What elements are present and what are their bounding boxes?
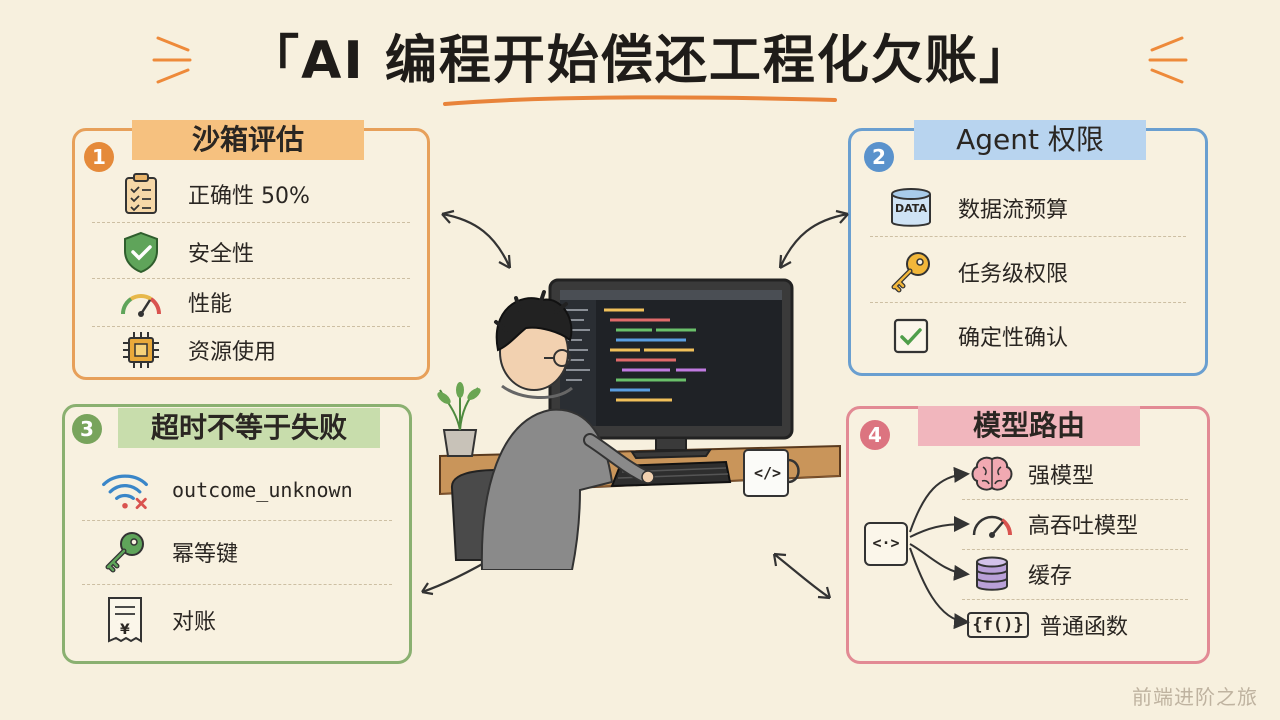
title-area: 「AI 编程开始偿还工程化欠账」	[0, 18, 1280, 93]
list-item: 任务级权限	[886, 246, 1068, 298]
mug-text: </>	[754, 464, 782, 482]
item-label: 幂等键	[172, 542, 239, 567]
watermark: 前端进阶之旅	[1132, 685, 1258, 709]
list-item: 正确性 50%	[116, 168, 310, 220]
divider	[82, 520, 392, 521]
receipt-icon: ¥	[100, 597, 150, 643]
divider	[962, 549, 1188, 550]
section-number-2: 2	[864, 142, 894, 172]
item-label: 确定性确认	[958, 326, 1069, 351]
cpu-chip-icon	[116, 328, 166, 372]
item-label: 性能	[188, 292, 233, 317]
brain-icon	[970, 454, 1014, 494]
wifi-error-icon	[100, 468, 150, 512]
list-item: 确定性确认	[886, 310, 1068, 362]
list-item: {f()} 普通函数	[967, 603, 1129, 647]
list-item: 强模型	[970, 452, 1094, 496]
section-number-1: 1	[84, 142, 114, 172]
item-label: outcome_unknown	[172, 478, 353, 502]
sandbox-eval-heading: 沙箱评估	[132, 120, 364, 160]
agent-permission-heading: Agent 权限	[914, 120, 1146, 160]
divider	[870, 236, 1186, 237]
double-arrow-top-left	[441, 209, 512, 269]
divider	[92, 222, 410, 223]
key-icon	[100, 530, 150, 574]
page-title: 「AI 编程开始偿还工程化欠账」	[247, 31, 1033, 91]
developer-illustration	[437, 278, 841, 570]
divider	[962, 599, 1188, 600]
list-item: 幂等键	[100, 526, 238, 578]
list-item: 缓存	[970, 552, 1072, 596]
clipboard-checklist-icon	[116, 172, 166, 216]
list-item: 高吞吐模型	[970, 502, 1138, 546]
list-item: 性能	[116, 276, 232, 328]
timeout-heading: 超时不等于失败	[118, 408, 380, 448]
checkbox-icon	[886, 314, 936, 358]
item-label: 资源使用	[188, 340, 277, 365]
item-label: 缓存	[1028, 564, 1073, 589]
double-arrow-bottom-right	[772, 552, 832, 600]
section-number-4: 4	[860, 420, 890, 450]
item-label: 安全性	[188, 242, 255, 267]
divider	[82, 584, 392, 585]
item-label: 任务级权限	[958, 262, 1069, 287]
data-icon-text: DATA	[895, 202, 927, 215]
list-item: DATA 数据流预算	[886, 182, 1068, 234]
routing-arrows	[909, 466, 970, 630]
function-icon: {f()}	[967, 605, 1029, 645]
item-label: 普通函数	[1040, 615, 1129, 640]
title-underline	[443, 95, 837, 106]
list-item: outcome_unknown	[100, 464, 353, 516]
divider	[92, 326, 410, 327]
router-icon-text: <·>	[872, 534, 900, 552]
receipt-currency-text: ¥	[120, 622, 130, 638]
double-arrow-top-right	[778, 209, 849, 269]
left-spark-decoration	[152, 36, 192, 84]
speedometer-icon	[970, 504, 1014, 544]
list-item: 资源使用	[116, 324, 276, 376]
function-icon-text: {f()}	[967, 612, 1029, 638]
right-spark-decoration	[1148, 36, 1188, 84]
item-label: 数据流预算	[958, 198, 1069, 223]
item-label: 对账	[172, 610, 217, 635]
key-icon	[886, 250, 936, 294]
list-item: ¥ 对账	[100, 594, 216, 646]
database-stack-icon	[970, 554, 1014, 594]
list-item: 安全性	[116, 226, 254, 278]
speedometer-icon	[116, 280, 166, 324]
item-label: 强模型	[1028, 464, 1095, 489]
data-database-icon: DATA	[886, 186, 936, 230]
router-icon: <·>	[864, 522, 908, 566]
shield-check-icon	[116, 230, 166, 274]
section-number-3: 3	[72, 414, 102, 444]
model-routing-heading: 模型路由	[918, 406, 1140, 446]
divider	[962, 499, 1188, 500]
item-label: 高吞吐模型	[1028, 514, 1139, 539]
item-label: 正确性 50%	[188, 184, 310, 209]
divider	[870, 302, 1186, 303]
divider	[92, 278, 410, 279]
